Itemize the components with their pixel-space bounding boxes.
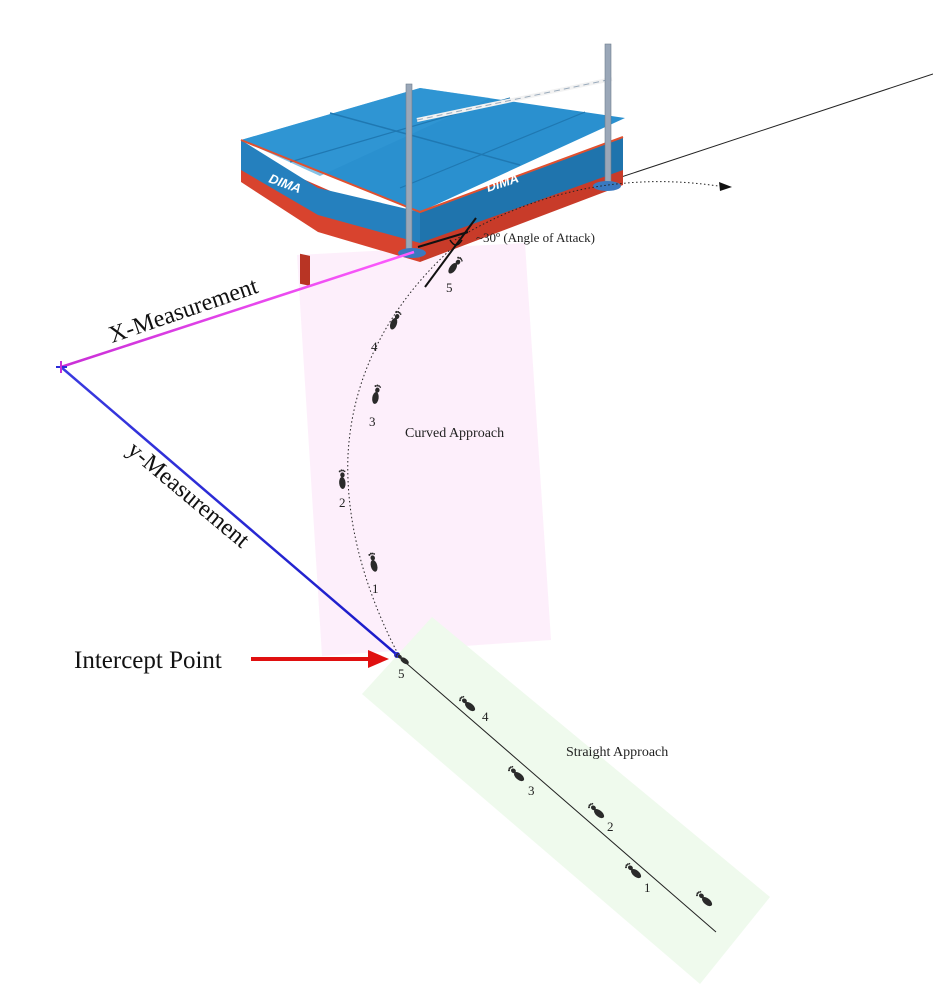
angle-arc bbox=[449, 239, 463, 246]
angle-of-attack-label: ~30º (Angle of Attack) bbox=[476, 230, 595, 245]
straight-approach-line bbox=[397, 655, 717, 933]
curved-step-number: 4 bbox=[371, 339, 378, 354]
straight-approach-label: Straight Approach bbox=[566, 745, 668, 760]
curved-step-number: 2 bbox=[339, 495, 346, 510]
intercept-point-label: Intercept Point bbox=[74, 647, 222, 674]
curved-approach-zone bbox=[297, 243, 551, 656]
curved-step-number: 5 bbox=[446, 280, 453, 295]
straight-step-number: 5 bbox=[398, 666, 405, 681]
straight-step-number: 4 bbox=[482, 709, 489, 724]
x-measurement-label: X-Measurement bbox=[105, 273, 261, 348]
clearance-path bbox=[454, 181, 719, 241]
straight-step-number: 1 bbox=[644, 880, 651, 895]
y-measurement-label: y-Measurement bbox=[122, 437, 254, 554]
intercept-arrow-head bbox=[368, 650, 389, 668]
curved-step-number: 3 bbox=[369, 414, 376, 429]
straight-approach-zone bbox=[362, 617, 770, 984]
curved-approach-label: Curved Approach bbox=[405, 426, 504, 441]
crossbar-extension-line bbox=[599, 73, 933, 185]
straight-step-number: 2 bbox=[607, 819, 614, 834]
bar-plane-line bbox=[417, 231, 469, 248]
x-measurement-line bbox=[60, 250, 415, 369]
landing-mat: DIMA DIMA bbox=[240, 88, 625, 286]
clearance-arrowhead bbox=[719, 182, 732, 191]
takeoff-direction-line bbox=[424, 217, 477, 288]
y-measurement-line bbox=[60, 366, 397, 655]
straight-step-number: 3 bbox=[528, 783, 535, 798]
curved-step-number: 1 bbox=[372, 581, 379, 596]
